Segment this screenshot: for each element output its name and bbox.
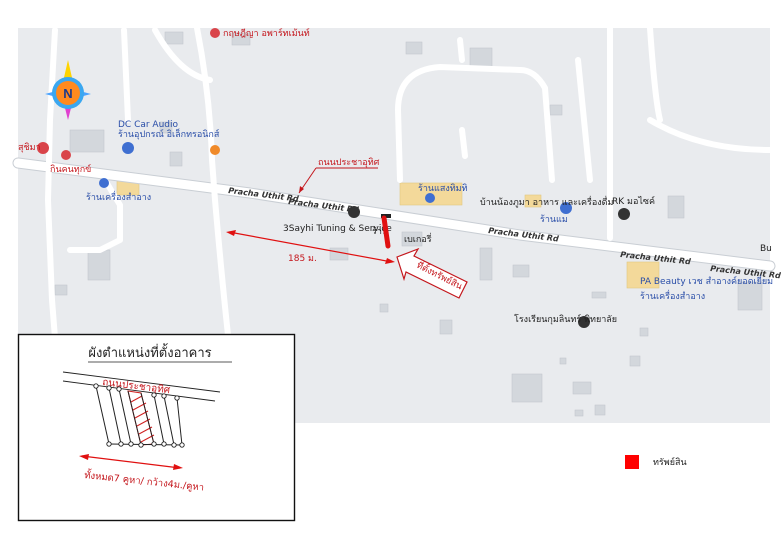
place-sublabel: ร้านแม	[540, 214, 568, 225]
inset-frame	[17, 333, 296, 522]
callout-arrow-icon	[396, 247, 468, 299]
distance-label: 185 ม.	[288, 254, 317, 264]
pin-kinkhon[interactable]: กินคนทุกข์	[50, 150, 91, 175]
shop-pin-icon	[560, 202, 572, 214]
distance-arrow: 185 ม.	[226, 230, 395, 264]
place-label: RK มอไซค์	[612, 195, 655, 207]
compass-letter: N	[63, 86, 72, 101]
property-pin-head	[381, 214, 391, 218]
north-compass-icon: N	[45, 60, 91, 120]
legend-swatch	[625, 455, 639, 469]
shop-pin-icon	[425, 193, 435, 203]
place-label: บ้านน้องภูมา อาหาร และเครื่องดื่ม	[480, 195, 614, 208]
pin-baan-nong-phuma[interactable]: บ้านน้องภูมา อาหาร และเครื่องดื่ม ร้านแม	[480, 195, 614, 225]
food-pin-icon	[61, 150, 71, 160]
place-label: 3Sayhi Tuning & Service	[283, 224, 392, 234]
legend-label: ทรัพย์สิน	[653, 458, 687, 468]
hotel-pin-icon	[37, 142, 49, 154]
place-pin-icon	[348, 206, 360, 218]
place-label: PA Beauty เวช สำอางค์ยอดเยี่ยม	[640, 274, 773, 287]
place-label: โรงเรียนกุมลินทร์ พิทยาลัย	[514, 313, 617, 325]
place-pin-icon	[618, 208, 630, 220]
pin-school[interactable]: โรงเรียนกุมลินทร์ พิทยาลัย	[514, 313, 617, 328]
pin-suchima[interactable]: สุชิมา	[18, 142, 49, 154]
width-arrow	[81, 455, 181, 469]
pin-3sayhi[interactable]: 3Sayhi Tuning & Service	[283, 206, 392, 234]
place-label: กินคนทุกข์	[50, 163, 91, 175]
inset-title: ผังตำแหน่งที่ตั้งอาคาร	[88, 343, 211, 361]
place-label: เบเกอรี่	[404, 232, 432, 245]
property-marker[interactable]	[381, 215, 391, 249]
pin-pa-beauty[interactable]: PA Beauty เวช สำอางค์ยอดเยี่ยม ร้านเครื่…	[640, 274, 773, 302]
shop-pin-icon	[99, 178, 109, 188]
pin-dc-car-audio[interactable]: DC Car Audio ร้านอุปกรณ์ อิเล็กทรอนิกส์	[118, 120, 220, 154]
pin-kritsadiya[interactable]: กฤษฎีญา อพาร์ทเม้นท์	[210, 27, 310, 39]
shop-pin-icon	[122, 142, 134, 154]
place-sublabel: ร้านเครื่องสำอาง	[640, 289, 705, 302]
place-sublabel: ร้านอุปกรณ์ อิเล็กทรอนิกส์	[118, 127, 220, 140]
road-callout-label: ถนนประชาอุทิศ	[318, 157, 380, 168]
place-label: ร้าน	[372, 226, 388, 237]
place-pin-icon	[578, 316, 590, 328]
pin-saengtimti[interactable]: ร้านแสงทิมทิ	[418, 183, 468, 203]
hotel-pin-icon	[210, 28, 220, 38]
pin-cosmetic-shop[interactable]: ร้านเครื่องสำอาง	[86, 178, 151, 203]
road-callout: ถนนประชาอุทิศ	[298, 157, 380, 194]
place-label: ร้านเครื่องสำอาง	[86, 190, 151, 203]
place-label: กฤษฎีญา อพาร์ทเม้นท์	[223, 27, 310, 39]
place-label: สุชิมา	[18, 142, 41, 153]
pin-orange-icon[interactable]	[210, 145, 220, 155]
building-plan-inset: ผังตำแหน่งที่ตั้งอาคาร ถนนประชาอุทิศ	[17, 333, 296, 522]
pin-rk-motorcycle[interactable]: RK มอไซค์	[612, 195, 655, 220]
legend: ทรัพย์สิน	[625, 455, 687, 469]
place-label: DC Car Audio	[118, 120, 179, 130]
place-label: Bu	[760, 244, 772, 254]
place-label: ร้านแสงทิมทิ	[418, 183, 468, 194]
buildings	[54, 31, 763, 417]
